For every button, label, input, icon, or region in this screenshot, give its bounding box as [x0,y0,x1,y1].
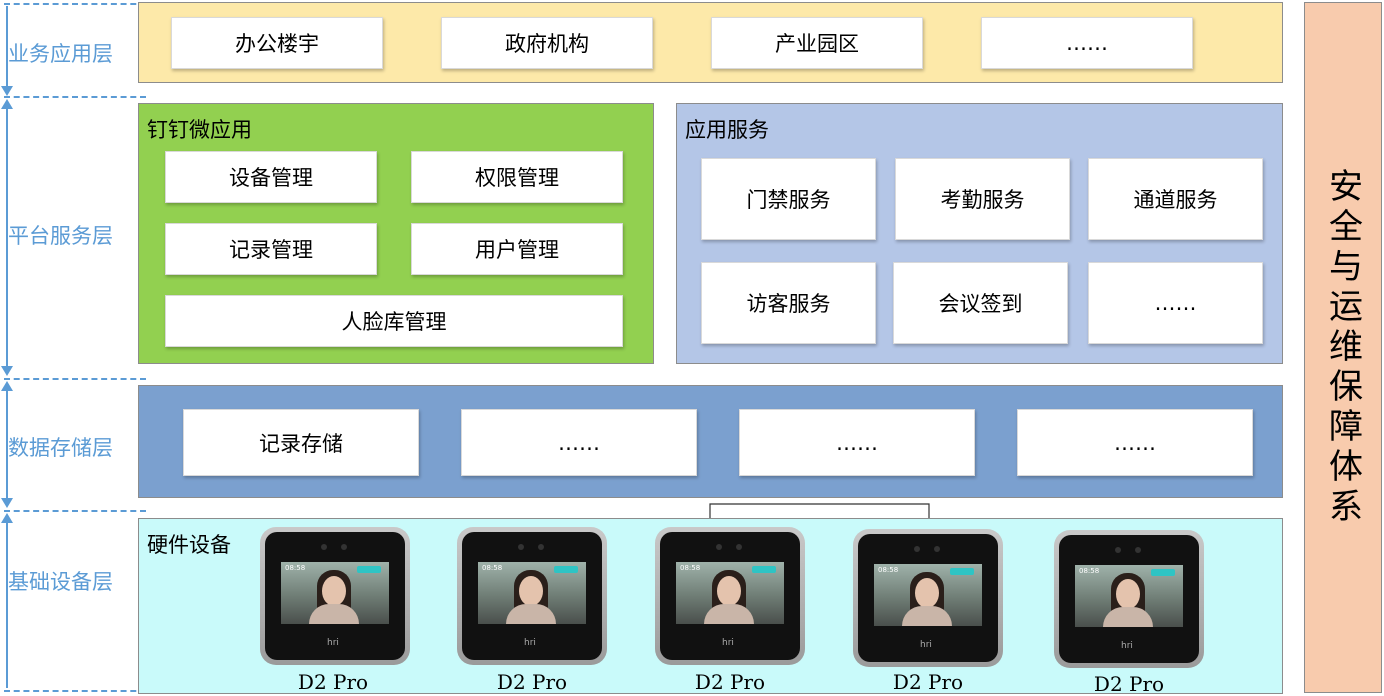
layer-divider [4,96,146,98]
camera-icon [716,544,722,550]
dingtalk-title: 钉钉微应用 [147,118,252,142]
device-image: 08:58 hri [260,527,410,665]
layer-divider [4,378,146,380]
service-box: 考勤服务 [895,158,1070,240]
layer-divider [4,3,146,5]
layer-axis [6,522,8,688]
dingtalk-panel: 钉钉微应用 设备管理 权限管理 记录管理 用户管理 人脸库管理 [138,103,654,364]
device-image: 08:58 hri [457,527,607,665]
device-image: 08:58 hri [655,527,805,665]
camera-icon [914,546,920,552]
device-label: D2 Pro [892,670,964,694]
camera-icon [1115,547,1121,553]
app-services-title: 应用服务 [685,118,769,142]
arrow-down-icon [1,86,13,96]
layer-label-platform: 平台服务层 [8,224,113,248]
layer-label-infrastructure: 基础设备层 [8,570,113,594]
camera-icon [341,544,347,550]
business-app-box: 产业园区 [711,17,923,69]
arrow-up-icon [1,381,13,391]
dingtalk-item-box: 权限管理 [411,151,623,203]
camera-icon [1135,547,1141,553]
storage-item-box: …… [461,409,697,476]
device-label: D2 Pro [297,670,369,694]
device-image: 08:58 hri [853,529,1003,667]
hardware-title: 硬件设备 [147,533,231,557]
service-box: 会议签到 [893,262,1068,344]
layer-divider [4,690,146,692]
device-screen: 08:58 [1075,565,1183,627]
service-box: 门禁服务 [701,158,876,240]
camera-icon [518,544,524,550]
storage-item-box: 记录存储 [183,409,419,476]
arrow-up-icon [1,513,13,523]
arrow-up-icon [1,99,13,109]
device-screen: 08:58 [874,564,982,626]
business-app-box: 政府机构 [441,17,653,69]
camera-icon [538,544,544,550]
layer-label-business: 业务应用层 [8,42,113,66]
business-layer-panel: 办公楼宇 政府机构 产业园区 …… [138,2,1283,83]
device-image: 08:58 hri [1054,530,1204,668]
dingtalk-item-box: 记录管理 [165,223,377,275]
business-app-box: …… [981,17,1193,69]
layer-axis [6,390,8,502]
layer-label-storage: 数据存储层 [8,436,113,460]
security-title: 安全与运维保障体系 [1322,167,1363,528]
storage-item-box: …… [739,409,975,476]
camera-icon [934,546,940,552]
arrow-down-icon [1,366,13,376]
app-services-panel: 应用服务 门禁服务 考勤服务 通道服务 访客服务 会议签到 …… [676,103,1283,364]
device-label: D2 Pro [496,670,568,694]
dingtalk-item-box: 人脸库管理 [165,295,623,347]
connector-bracket [709,503,930,526]
dingtalk-item-box: 设备管理 [165,151,377,203]
layer-divider [4,510,146,512]
service-box: …… [1088,262,1263,344]
storage-layer-panel: 记录存储 …… …… …… [138,385,1283,498]
camera-icon [321,544,327,550]
device-screen: 08:58 [478,562,586,624]
device-screen: 08:58 [281,562,389,624]
device-label: D2 Pro [694,670,766,694]
camera-icon [736,544,742,550]
service-box: 通道服务 [1088,158,1263,240]
arrow-down-icon [1,498,13,508]
storage-item-box: …… [1017,409,1253,476]
security-panel: 安全与运维保障体系 [1304,2,1382,693]
business-app-box: 办公楼宇 [171,17,383,69]
dingtalk-item-box: 用户管理 [411,223,623,275]
layer-axis [6,106,8,370]
device-label: D2 Pro [1093,672,1165,696]
service-box: 访客服务 [701,262,876,344]
layer-axis [6,6,8,93]
device-screen: 08:58 [676,562,784,624]
